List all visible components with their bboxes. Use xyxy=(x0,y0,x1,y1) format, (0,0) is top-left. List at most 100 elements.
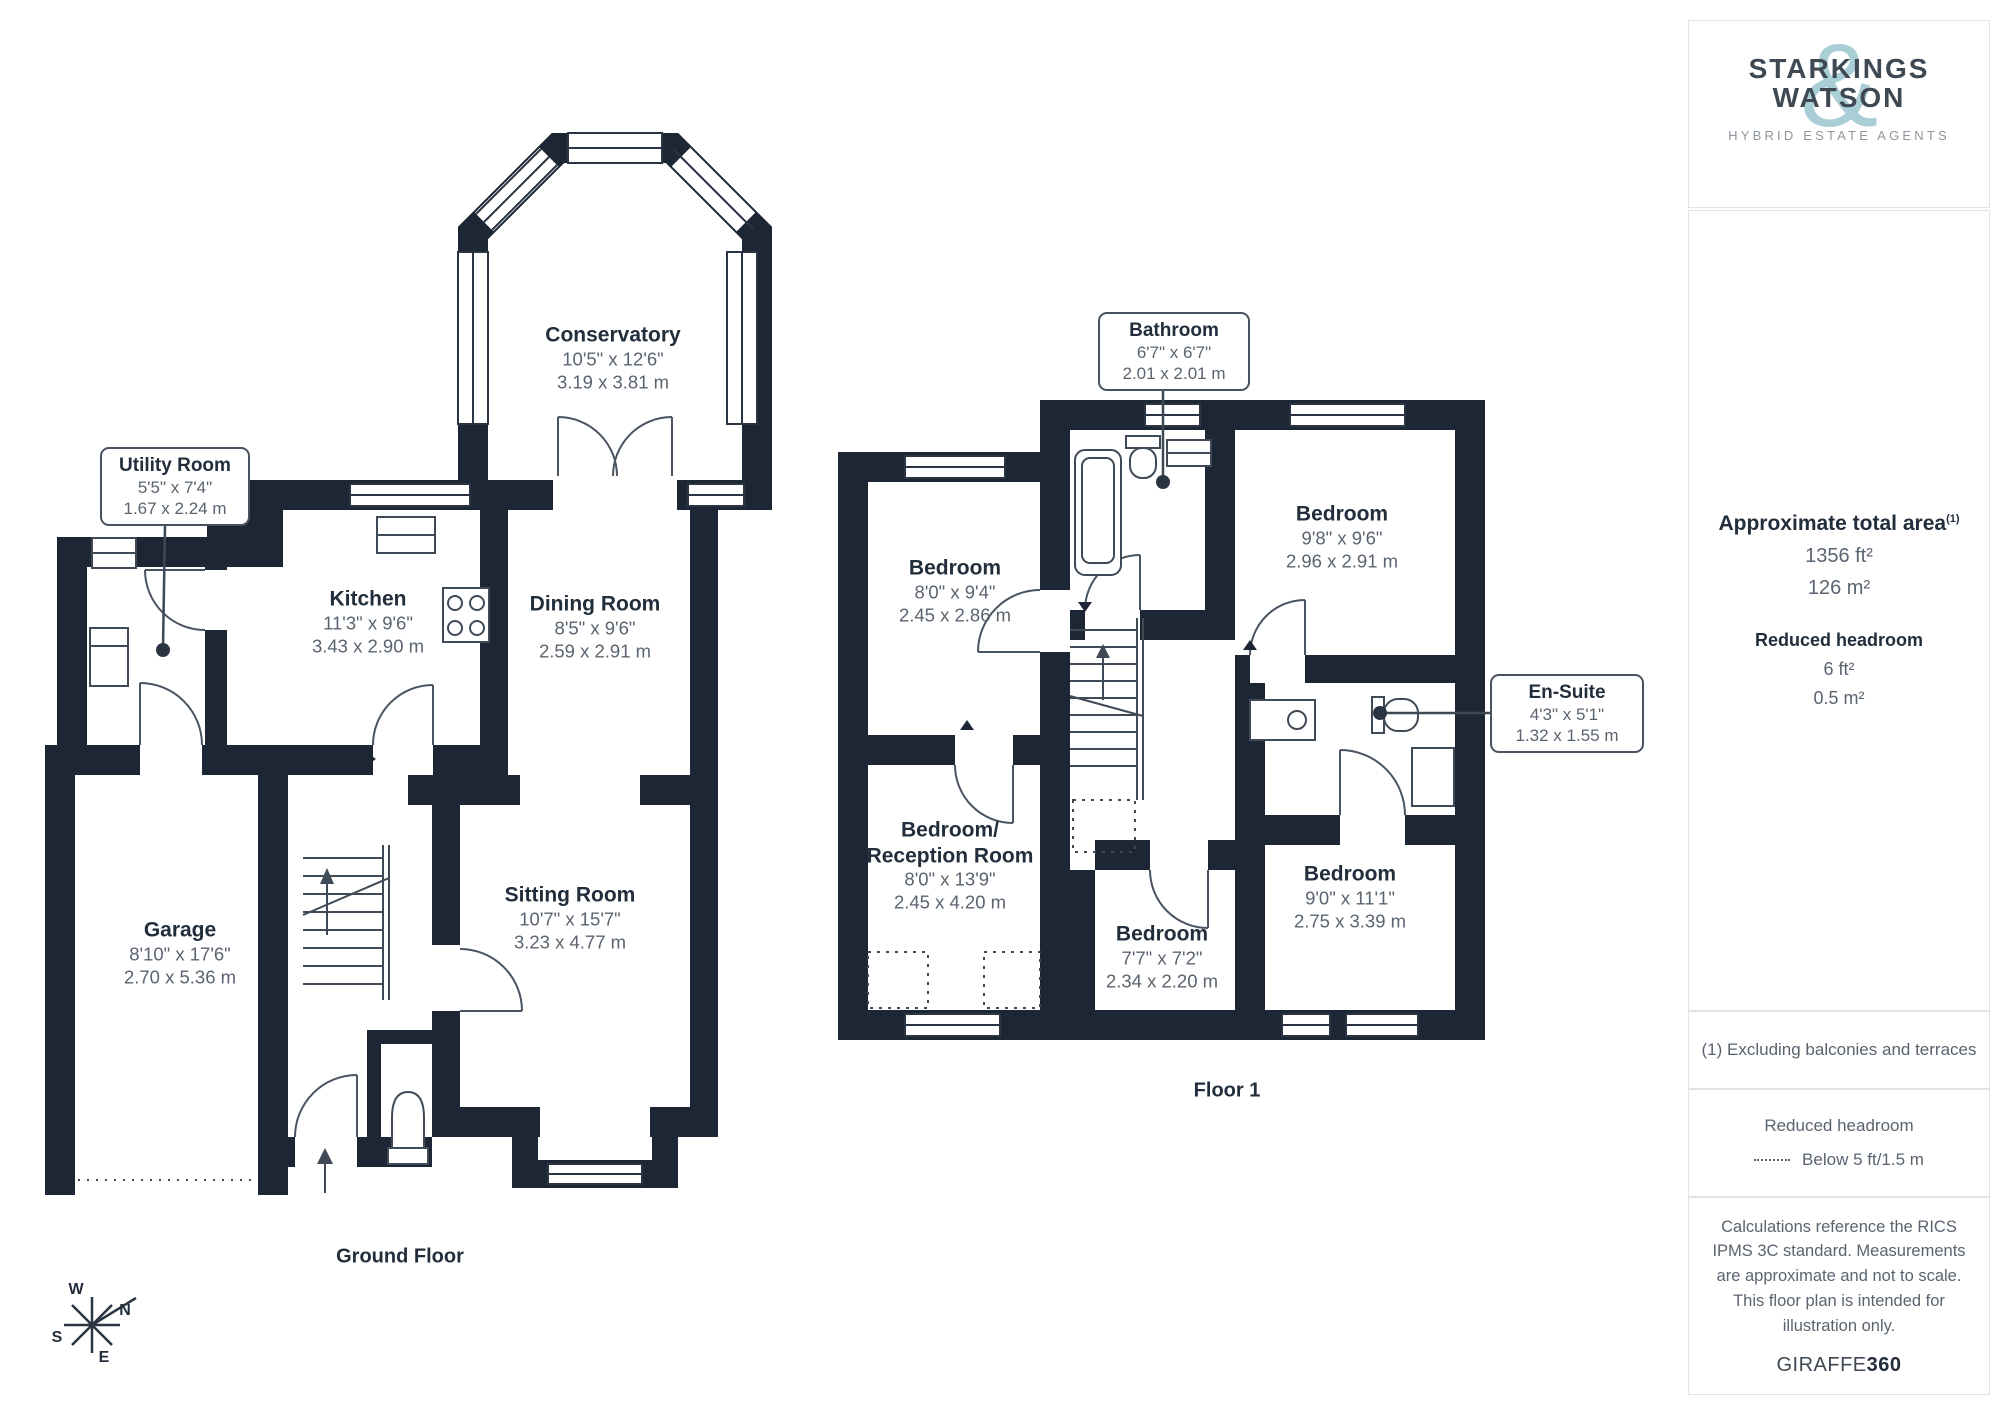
logo-name-line2: WATSON xyxy=(1772,81,1906,113)
room-dims-metric: 2.96 x 2.91 m xyxy=(1285,549,1399,571)
total-area-box: Approximate total area(1) 1356 ft² 126 m… xyxy=(1688,210,1990,1011)
room-label-bedroom-reception: Bedroom/ Reception Room 8'0" x 13'9" 2.4… xyxy=(867,817,1034,914)
room-dims-imperial: 10'7" x 15'7" xyxy=(519,907,621,929)
compass-east: E xyxy=(98,1349,110,1366)
room-dims-metric: 2.34 x 2.20 m xyxy=(1105,969,1219,991)
ground-floor-door-openings xyxy=(140,476,677,1167)
room-name: Sitting Room xyxy=(504,883,636,907)
floor1-door-openings xyxy=(955,590,1405,870)
floor1-fixtures xyxy=(1074,435,1455,807)
legend-box: Reduced headroom Below 5 ft/1.5 m xyxy=(1688,1089,1990,1197)
area-title: Approximate total area(1) xyxy=(1718,512,1959,536)
room-dims-metric: 2.59 x 2.91 m xyxy=(538,639,652,661)
compass-south: S xyxy=(51,1329,63,1346)
room-dims-metric: 3.23 x 4.77 m xyxy=(513,930,627,952)
room-dims-imperial: 7'7" x 7'2" xyxy=(1121,946,1203,968)
floor1-stairs xyxy=(1069,618,1144,800)
brand-word: GIRAFFE xyxy=(1776,1354,1867,1377)
room-dims-metric: 2.01 x 2.01 m xyxy=(1122,364,1226,384)
room-dims-metric: 2.70 x 5.36 m xyxy=(123,965,237,987)
area-metric: 126 m² xyxy=(1807,577,1871,599)
room-dims-metric: 1.32 x 1.55 m xyxy=(1515,726,1619,746)
room-dims-imperial: 8'0" x 13'9" xyxy=(904,868,996,890)
room-label-kitchen: Kitchen 11'3" x 9'6" 3.43 x 2.90 m xyxy=(312,586,424,657)
room-dims-imperial: 8'0" x 9'4" xyxy=(914,580,996,602)
legend-row: Below 5 ft/1.5 m xyxy=(1754,1150,1924,1170)
agency-logo: & STARKINGS WATSON HYBRID ESTATE AGENTS xyxy=(1689,21,1989,207)
stairs-up-arrow xyxy=(320,868,334,884)
entry-arrow xyxy=(317,1148,333,1193)
room-name: En-Suite xyxy=(1528,682,1606,703)
room-dims-imperial: 9'0" x 11'1" xyxy=(1305,886,1395,908)
room-dims-imperial: 6'7" x 6'7" xyxy=(1136,343,1212,363)
ground-floor-doors xyxy=(139,416,673,1138)
compass-north: N xyxy=(119,1302,131,1319)
area-title-text: Approximate total area xyxy=(1718,512,1947,535)
floor1-windows xyxy=(904,403,1419,1037)
footnote-text: (1) Excluding balconies and terraces xyxy=(1701,1040,1977,1059)
room-dims-imperial: 4'3" x 5'1" xyxy=(1529,705,1605,725)
room-label-garage: Garage 8'10" x 17'6" 2.70 x 5.36 m xyxy=(124,917,236,988)
room-dims-metric: 2.75 x 3.39 m xyxy=(1293,909,1407,931)
room-label-bedroom-middle: Bedroom 7'7" x 7'2" 2.34 x 2.20 m xyxy=(1106,921,1218,992)
ground-floor-stairs xyxy=(302,845,390,1000)
dotted-line-swatch xyxy=(1754,1159,1791,1161)
legend-label: Below 5 ft/1.5 m xyxy=(1802,1150,1924,1169)
room-label-bedroom-top-right: Bedroom 9'8" x 9'6" 2.96 x 2.91 m xyxy=(1286,501,1398,572)
callout-bathroom: Bathroom 6'7" x 6'7" 2.01 x 2.01 m xyxy=(1098,312,1250,392)
room-name: Bedroom xyxy=(908,556,1002,580)
brand-number: 360 xyxy=(1866,1354,1902,1377)
floor1-caption: Floor 1 xyxy=(1193,1079,1261,1102)
reduced-headroom-title: Reduced headroom xyxy=(1754,630,1924,650)
reduced-headroom-metric: 0.5 m² xyxy=(1813,688,1865,708)
logo-name-line1: STARKINGS xyxy=(1748,53,1930,84)
disclaimer-text: Calculations reference the RICS IPMS 3C … xyxy=(1712,1217,1966,1335)
room-dims-metric: 3.43 x 2.90 m xyxy=(311,634,425,656)
compass-rose xyxy=(64,1296,137,1353)
area-imperial: 1356 ft² xyxy=(1805,545,1873,567)
disclaimer-box: Calculations reference the RICS IPMS 3C … xyxy=(1688,1197,1990,1395)
room-dims-metric: 3.19 x 3.81 m xyxy=(556,370,670,392)
room-name: Utility Room xyxy=(119,455,231,476)
room-label-dining: Dining Room 8'5" x 9'6" 2.59 x 2.91 m xyxy=(530,591,661,662)
callout-ensuite: En-Suite 4'3" x 5'1" 1.32 x 1.55 m xyxy=(1490,674,1644,754)
reduced-headroom-imperial: 6 ft² xyxy=(1823,659,1855,679)
ground-floor-plan xyxy=(45,132,772,1353)
room-dims-imperial: 10'5" x 12'6" xyxy=(562,347,664,369)
room-label-sitting: Sitting Room 10'7" x 15'7" 3.23 x 4.77 m xyxy=(505,882,636,953)
floor1-plan xyxy=(838,390,1490,1040)
logo-tagline: HYBRID ESTATE AGENTS xyxy=(1728,128,1950,144)
opening-ticks-floor1 xyxy=(960,602,1257,730)
room-label-conservatory: Conservatory 10'5" x 12'6" 3.19 x 3.81 m xyxy=(545,322,680,393)
legend-title: Reduced headroom xyxy=(1764,1116,1914,1135)
floor1-stairs-up-arrow xyxy=(1096,644,1110,658)
room-name-line2: Reception Room xyxy=(866,844,1034,868)
room-name: Kitchen xyxy=(329,587,407,611)
room-name: Bedroom xyxy=(1115,922,1209,946)
room-dims-imperial: 9'8" x 9'6" xyxy=(1301,526,1383,548)
room-dims-metric: 2.45 x 2.86 m xyxy=(898,603,1012,625)
room-dims-metric: 1.67 x 2.24 m xyxy=(123,499,227,519)
room-name: Garage xyxy=(143,918,217,942)
room-name: Bathroom xyxy=(1129,320,1219,341)
room-label-bedroom-bottom-right: Bedroom 9'0" x 11'1" 2.75 x 3.39 m xyxy=(1294,861,1406,932)
conservatory-bay xyxy=(457,132,772,488)
utility-leader xyxy=(156,524,170,657)
room-name: Conservatory xyxy=(545,323,681,347)
room-dims-imperial: 8'5" x 9'6" xyxy=(554,616,636,638)
compass-west: W xyxy=(68,1281,84,1298)
giraffe360-brand: GIRAFFE360 xyxy=(1776,1354,1901,1377)
logo-ampersand: & xyxy=(1799,20,1879,152)
agency-logo-box: & STARKINGS WATSON HYBRID ESTATE AGENTS xyxy=(1688,20,1990,208)
room-label-bedroom-top-left: Bedroom 8'0" x 9'4" 2.45 x 2.86 m xyxy=(899,555,1011,626)
ground-floor-fixtures xyxy=(89,516,490,1165)
room-name: Bedroom xyxy=(1303,862,1397,886)
room-name-line1: Bedroom/ xyxy=(900,818,999,842)
reduced-headroom-regions xyxy=(867,799,1136,1009)
callout-utility-room: Utility Room 5'5" x 7'4" 1.67 x 2.24 m xyxy=(100,447,250,527)
room-dims-imperial: 8'10" x 17'6" xyxy=(129,942,231,964)
ground-floor-windows xyxy=(349,483,745,1185)
floor1-leaders xyxy=(1156,390,1490,720)
